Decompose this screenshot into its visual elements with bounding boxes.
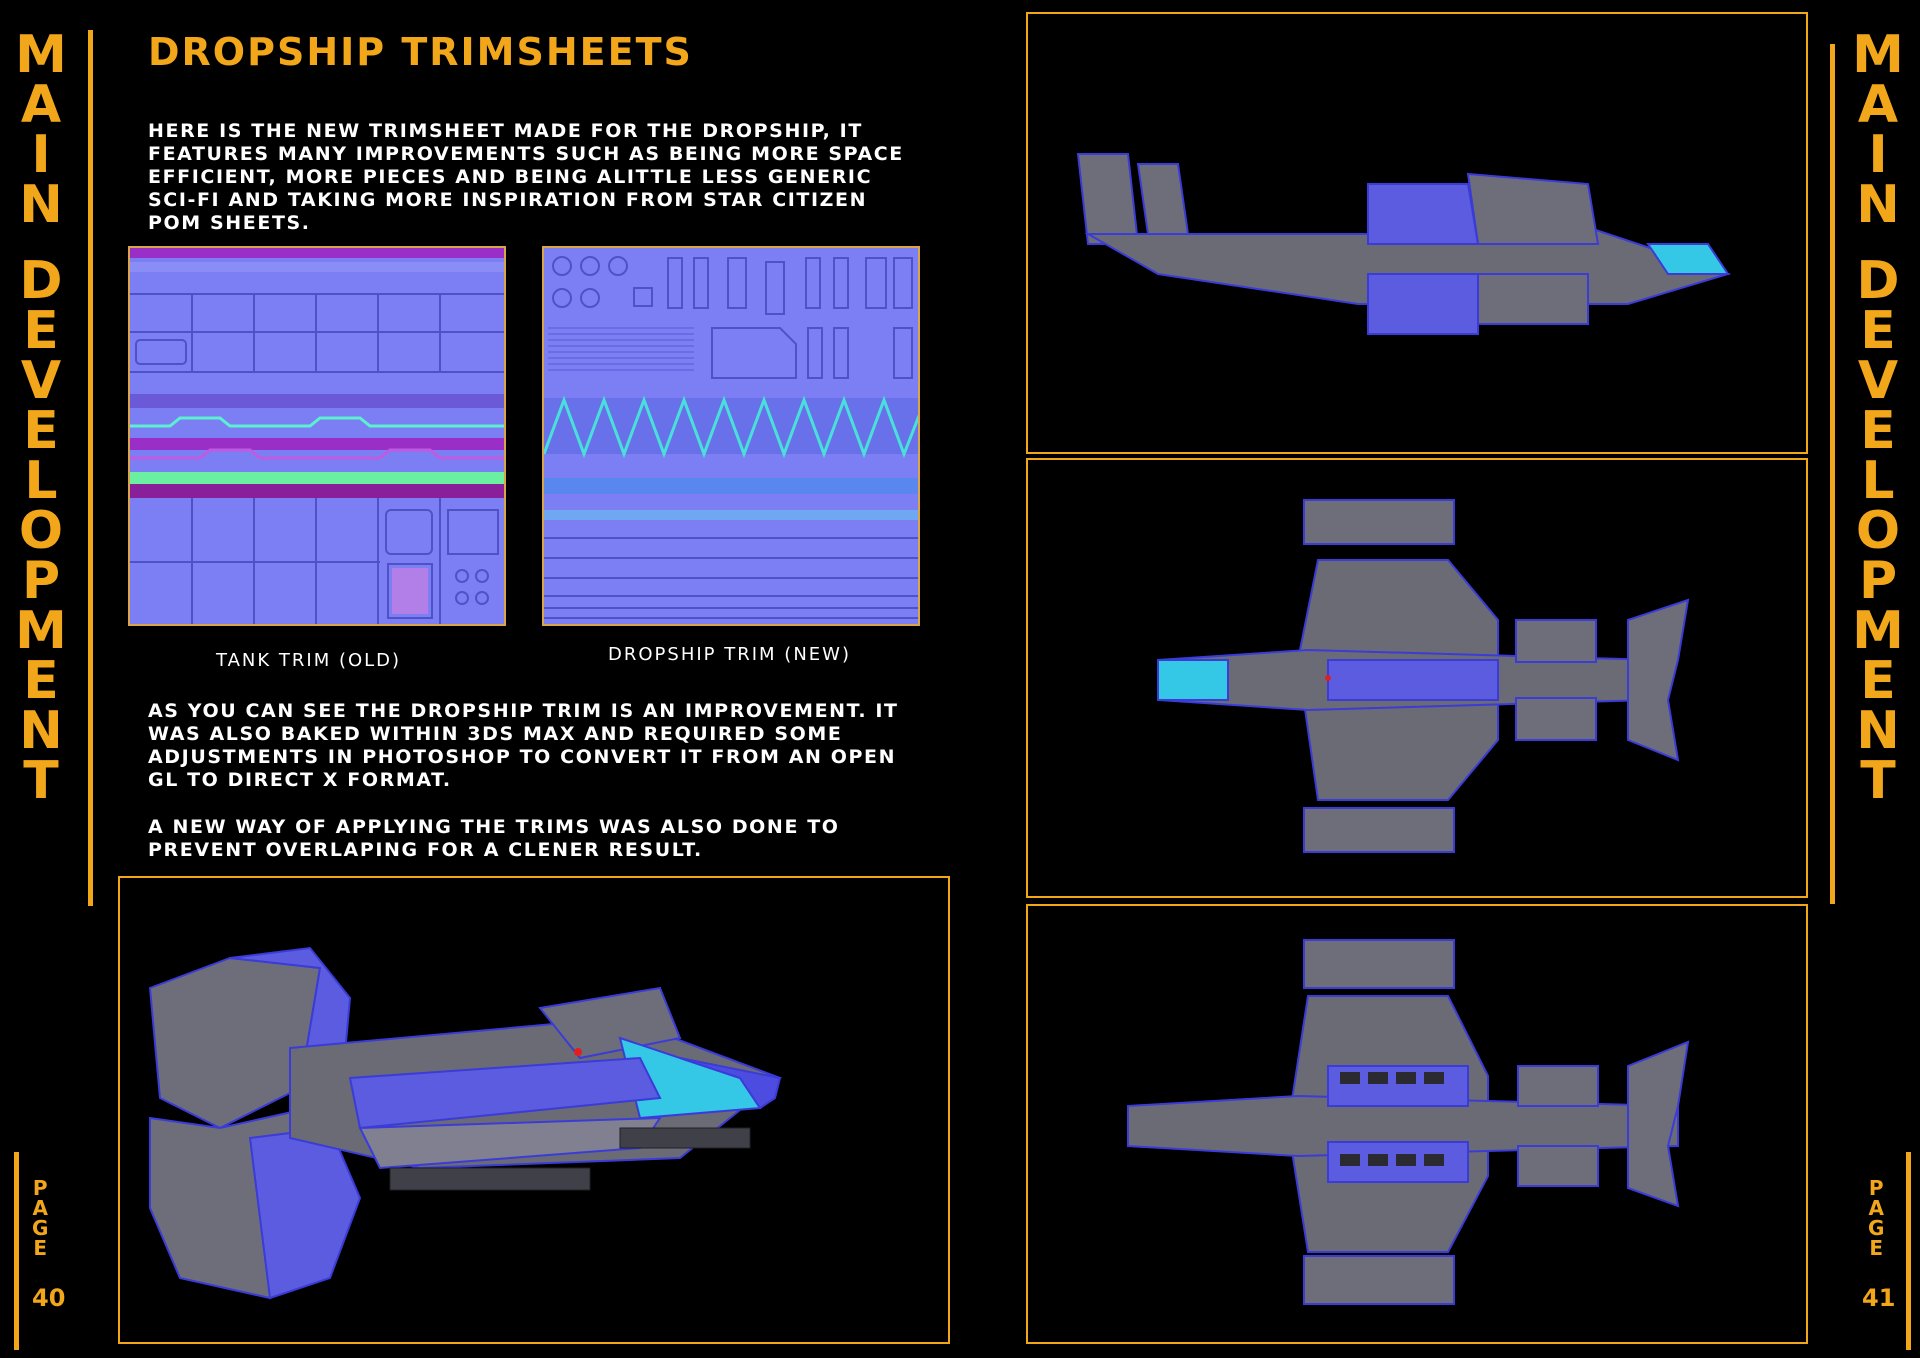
spine-letter: E: [23, 401, 59, 461]
spine-letter: O: [1855, 501, 1901, 561]
spine-letter: M: [1852, 25, 1904, 85]
spine-letter: T: [1860, 751, 1896, 811]
spine-letter: E: [23, 651, 59, 711]
spine-letter: M: [15, 25, 67, 85]
dropship-perspective-render: [148, 946, 782, 1300]
spine-letter: N: [19, 175, 63, 235]
spine-letter: D: [1856, 251, 1900, 311]
spine-letter: P: [21, 551, 61, 611]
dropship-trim-image: [542, 246, 920, 626]
spine-letter: M: [1852, 601, 1904, 661]
tank-trim-image: [128, 246, 506, 626]
spine-letter: N: [19, 701, 63, 761]
right-page-rule: [1906, 1152, 1911, 1350]
spine-letter: E: [1860, 401, 1896, 461]
spine-letter: O: [18, 501, 64, 561]
spine-letter: M: [15, 601, 67, 661]
spine-letter: E: [23, 301, 59, 361]
left-spine-title: M A I N D E V E L O P M E N T: [6, 25, 76, 811]
spine-letter: E: [1860, 651, 1896, 711]
right-spine-title: M A I N D E V E L O P M E N T: [1843, 25, 1913, 811]
spine-letter: I: [31, 125, 51, 185]
right-page-label: P A G E: [1868, 1176, 1886, 1260]
dropship-bottom-view: [1127, 939, 1690, 1305]
spine-letter: T: [23, 751, 59, 811]
side-view-frame: [1026, 12, 1808, 454]
spine-letter: D: [19, 251, 63, 311]
improvement-paragraph: AS YOU CAN SEE THE DROPSHIP TRIM IS AN I…: [148, 700, 899, 791]
spine-letter: E: [1860, 301, 1896, 361]
spine-letter: A: [1857, 75, 1899, 135]
dropship-side-view: [1076, 153, 1732, 335]
spine-letter: V: [1857, 351, 1899, 411]
left-page-number: 40: [32, 1284, 66, 1312]
bottom-view-frame: [1026, 904, 1808, 1344]
spine-letter: L: [24, 451, 58, 511]
left-page-label: P A G E: [32, 1176, 50, 1260]
spine-letter: V: [20, 351, 62, 411]
left-page-rule: [14, 1152, 19, 1350]
perspective-render-frame: [118, 876, 950, 1344]
spine-letter: N: [1856, 175, 1900, 235]
spine-letter: I: [1868, 125, 1888, 185]
spine-letter: N: [1856, 701, 1900, 761]
dropship-trim-caption: DROPSHIP TRIM (NEW): [608, 644, 851, 665]
right-page-number: 41: [1862, 1284, 1896, 1312]
overlap-paragraph: A NEW WAY OF APPLYING THE TRIMS WAS ALSO…: [148, 816, 840, 861]
spine-letter: P: [1858, 551, 1898, 611]
spine-letter: L: [1861, 451, 1895, 511]
dropship-top-view: [1157, 499, 1690, 853]
right-spine-rule: [1830, 44, 1835, 904]
page-title: DROPSHIP TRIMSHEETS: [148, 30, 693, 74]
intro-paragraph: HERE IS THE NEW TRIMSHEET MADE FOR THE D…: [148, 120, 904, 234]
top-view-frame: [1026, 458, 1808, 898]
tank-trim-caption: TANK TRIM (OLD): [216, 650, 402, 671]
left-spine-rule: [88, 30, 93, 906]
spine-letter: A: [20, 75, 62, 135]
